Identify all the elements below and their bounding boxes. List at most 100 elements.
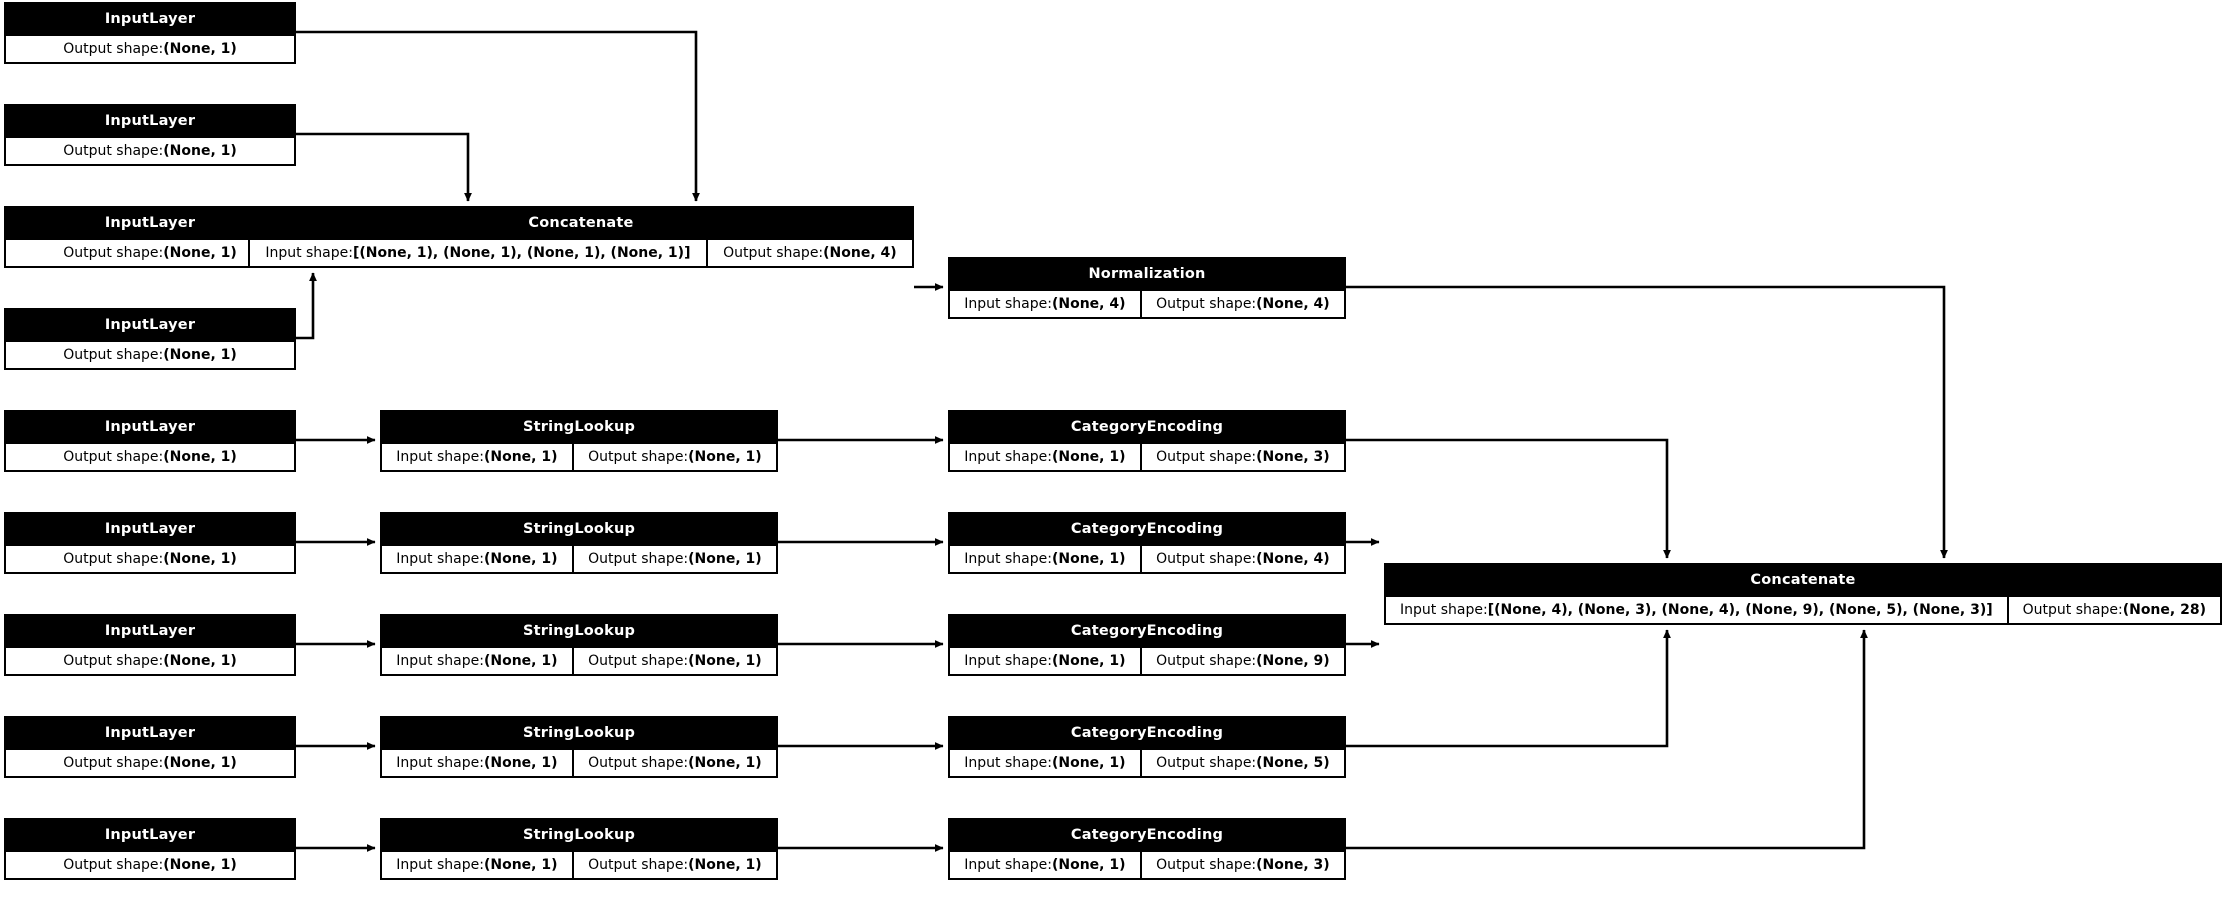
- shape-label: Output shape:: [63, 41, 164, 57]
- output-shape-cell: Output shape: (None, 1): [6, 36, 294, 62]
- output-shape-cell: Output shape: (None, 3): [1139, 852, 1344, 878]
- output-shape-cell: Output shape: (None, 4): [705, 240, 913, 266]
- shape-label: Output shape:: [63, 347, 164, 363]
- node-shape-row: Input shape: (None, 4)Output shape: (Non…: [950, 289, 1344, 317]
- edge: [1346, 629, 1868, 850]
- node-shape-row: Output shape: (None, 1): [6, 340, 294, 368]
- shape-label: Input shape:: [964, 653, 1052, 669]
- node-title: InputLayer: [6, 616, 294, 646]
- shape-label: Output shape:: [588, 551, 689, 567]
- shape-value: (None, 1): [1051, 857, 1126, 873]
- shape-value: (None, 4): [1256, 296, 1330, 312]
- node-shape-row: Input shape: (None, 1)Output shape: (Non…: [382, 850, 776, 878]
- node-title: CategoryEncoding: [950, 412, 1344, 442]
- output-shape-cell: Output shape: (None, 5): [1139, 750, 1344, 776]
- node-shape-row: Input shape: (None, 1)Output shape: (Non…: [950, 850, 1344, 878]
- shape-value: (None, 1): [163, 347, 237, 363]
- node-shape-row: Input shape: (None, 1)Output shape: (Non…: [382, 646, 776, 674]
- shape-value: (None, 1): [688, 857, 762, 873]
- shape-value: (None, 1): [483, 449, 558, 465]
- shape-value: (None, 1): [1051, 755, 1126, 771]
- shape-value: (None, 1): [483, 857, 558, 873]
- shape-value: (None, 1): [163, 653, 237, 669]
- shape-value: (None, 1): [163, 41, 237, 57]
- output-shape-cell: Output shape: (None, 1): [6, 342, 294, 368]
- shape-label: Input shape:: [964, 449, 1052, 465]
- node-title: InputLayer: [6, 310, 294, 340]
- shape-label: Output shape:: [723, 245, 824, 261]
- output-shape-cell: Output shape: (None, 28): [2006, 597, 2220, 623]
- shape-label: Input shape:: [396, 551, 484, 567]
- node-shape-row: Input shape: (None, 1)Output shape: (Non…: [950, 442, 1344, 470]
- shape-label: Output shape:: [588, 857, 689, 873]
- node-title: StringLookup: [382, 412, 776, 442]
- shape-label: Output shape:: [63, 143, 164, 159]
- node-shape-row: Output shape: (None, 1): [6, 544, 294, 572]
- shape-label: Output shape:: [1156, 857, 1257, 873]
- shape-label: Input shape:: [964, 296, 1052, 312]
- shape-value: (None, 1): [688, 653, 762, 669]
- input-shape-cell: Input shape: (None, 1): [950, 444, 1140, 470]
- shape-label: Output shape:: [588, 449, 689, 465]
- node-title: InputLayer: [6, 4, 294, 34]
- output-shape-cell: Output shape: (None, 1): [6, 648, 294, 674]
- shape-value: (None, 1): [1051, 551, 1126, 567]
- node-title: InputLayer: [6, 106, 294, 136]
- input-shape-cell: Input shape: (None, 1): [382, 750, 572, 776]
- shape-label: Input shape:: [396, 857, 484, 873]
- shape-label: Input shape:: [396, 653, 484, 669]
- shape-label: Output shape:: [63, 653, 164, 669]
- shape-label: Output shape:: [63, 449, 164, 465]
- input-shape-cell: Input shape: (None, 1): [950, 750, 1140, 776]
- shape-value: (None, 3): [1256, 449, 1330, 465]
- shape-value: (None, 5): [1256, 755, 1330, 771]
- shape-value: (None, 4): [1256, 551, 1330, 567]
- shape-value: (None, 1): [483, 653, 558, 669]
- node-shape-row: Input shape: (None, 1)Output shape: (Non…: [382, 544, 776, 572]
- shape-label: Output shape:: [2022, 602, 2123, 618]
- node-shape-row: Output shape: (None, 1): [6, 442, 294, 470]
- node-shape-row: Input shape: [(None, 4), (None, 3), (Non…: [1386, 595, 2220, 623]
- node-title: Concatenate: [1386, 565, 2220, 595]
- output-shape-cell: Output shape: (None, 1): [571, 546, 776, 572]
- shape-label: Input shape:: [396, 449, 484, 465]
- node-shape-row: Output shape: (None, 1): [6, 646, 294, 674]
- node-title: StringLookup: [382, 616, 776, 646]
- shape-value: (None, 1): [688, 551, 762, 567]
- shape-label: Output shape:: [588, 755, 689, 771]
- output-shape-cell: Output shape: (None, 1): [571, 852, 776, 878]
- node-title: InputLayer: [6, 820, 294, 850]
- output-shape-cell: Output shape: (None, 4): [1139, 291, 1344, 317]
- shape-label: Output shape:: [588, 653, 689, 669]
- node-title: CategoryEncoding: [950, 616, 1344, 646]
- edge: [296, 272, 317, 340]
- shape-label: Output shape:: [63, 857, 164, 873]
- input-shape-cell: Input shape: (None, 1): [382, 852, 572, 878]
- shape-value: (None, 28): [2122, 602, 2206, 618]
- input-shape-cell: Input shape: (None, 1): [950, 546, 1140, 572]
- shape-label: Output shape:: [1156, 653, 1257, 669]
